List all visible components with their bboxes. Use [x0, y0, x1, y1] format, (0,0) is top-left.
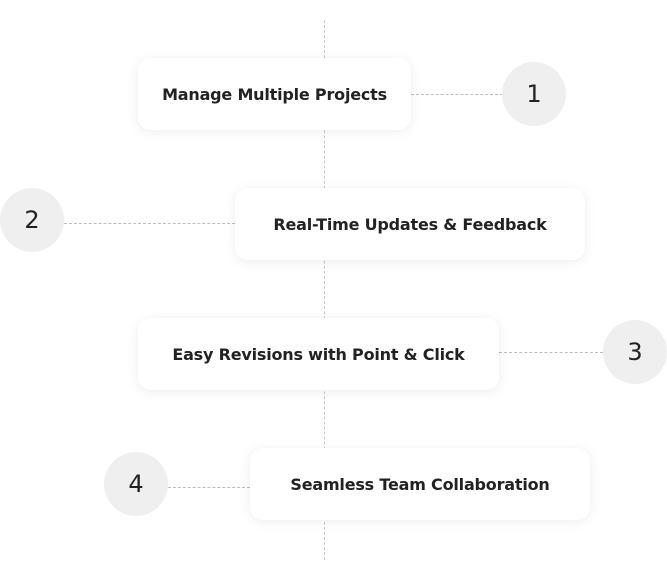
step-number-3: 3 [627, 338, 643, 366]
step-number-badge-4: 4 [104, 452, 168, 516]
connector-line-3 [499, 352, 603, 353]
step-number-badge-1: 1 [502, 62, 566, 126]
step-number-badge-3: 3 [603, 320, 667, 384]
step-label-2: Real-Time Updates & Feedback [273, 214, 547, 234]
step-card-4: Seamless Team Collaboration [250, 448, 590, 520]
step-card-2: Real-Time Updates & Feedback [235, 188, 585, 260]
connector-line-4 [168, 487, 250, 488]
step-card-3: Easy Revisions with Point & Click [138, 318, 499, 390]
step-number-badge-2: 2 [0, 188, 64, 252]
step-label-4: Seamless Team Collaboration [290, 474, 550, 494]
step-label-1: Manage Multiple Projects [162, 84, 387, 104]
timeline-spine [324, 20, 325, 560]
step-label-3: Easy Revisions with Point & Click [172, 344, 465, 364]
connector-line-1 [411, 94, 503, 95]
connector-line-2 [64, 223, 235, 224]
step-number-2: 2 [24, 206, 40, 234]
step-card-1: Manage Multiple Projects [138, 58, 411, 130]
step-number-1: 1 [526, 80, 542, 108]
step-number-4: 4 [128, 470, 144, 498]
